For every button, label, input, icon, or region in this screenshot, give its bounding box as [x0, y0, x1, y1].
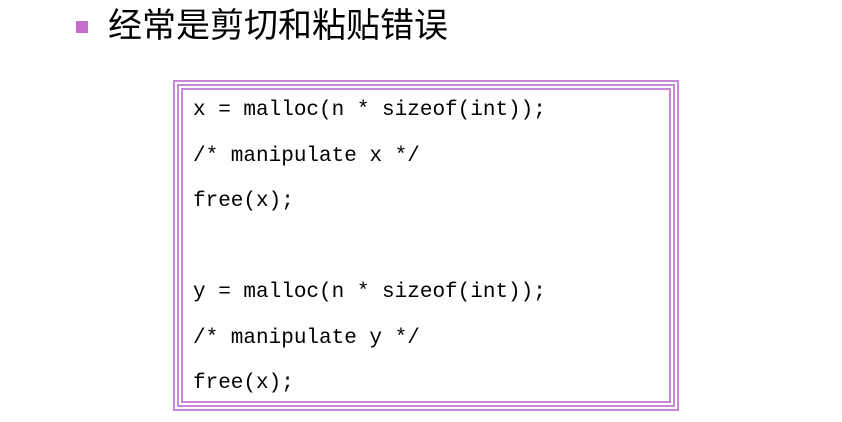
- code-block: x = malloc(n * sizeof(int)); /* manipula…: [173, 80, 679, 411]
- code-line: free(x);: [193, 190, 294, 213]
- code-line: x = malloc(n * sizeof(int));: [193, 99, 546, 122]
- slide-header: 经常是剪切和粘贴错误: [76, 0, 448, 52]
- code-line: /* manipulate x */: [193, 144, 420, 168]
- code-line: free(x);: [193, 372, 294, 395]
- square-bullet-icon: [76, 21, 88, 33]
- code-block-inner-border: x = malloc(n * sizeof(int)); /* manipula…: [177, 84, 675, 407]
- code-line: /* manipulate y */: [193, 326, 420, 350]
- code-line: y = malloc(n * sizeof(int));: [193, 281, 546, 304]
- slide-title: 经常是剪切和粘贴错误: [108, 6, 448, 46]
- code-line-blank: [193, 233, 669, 279]
- code-block-content: x = malloc(n * sizeof(int)); /* manipula…: [181, 88, 671, 403]
